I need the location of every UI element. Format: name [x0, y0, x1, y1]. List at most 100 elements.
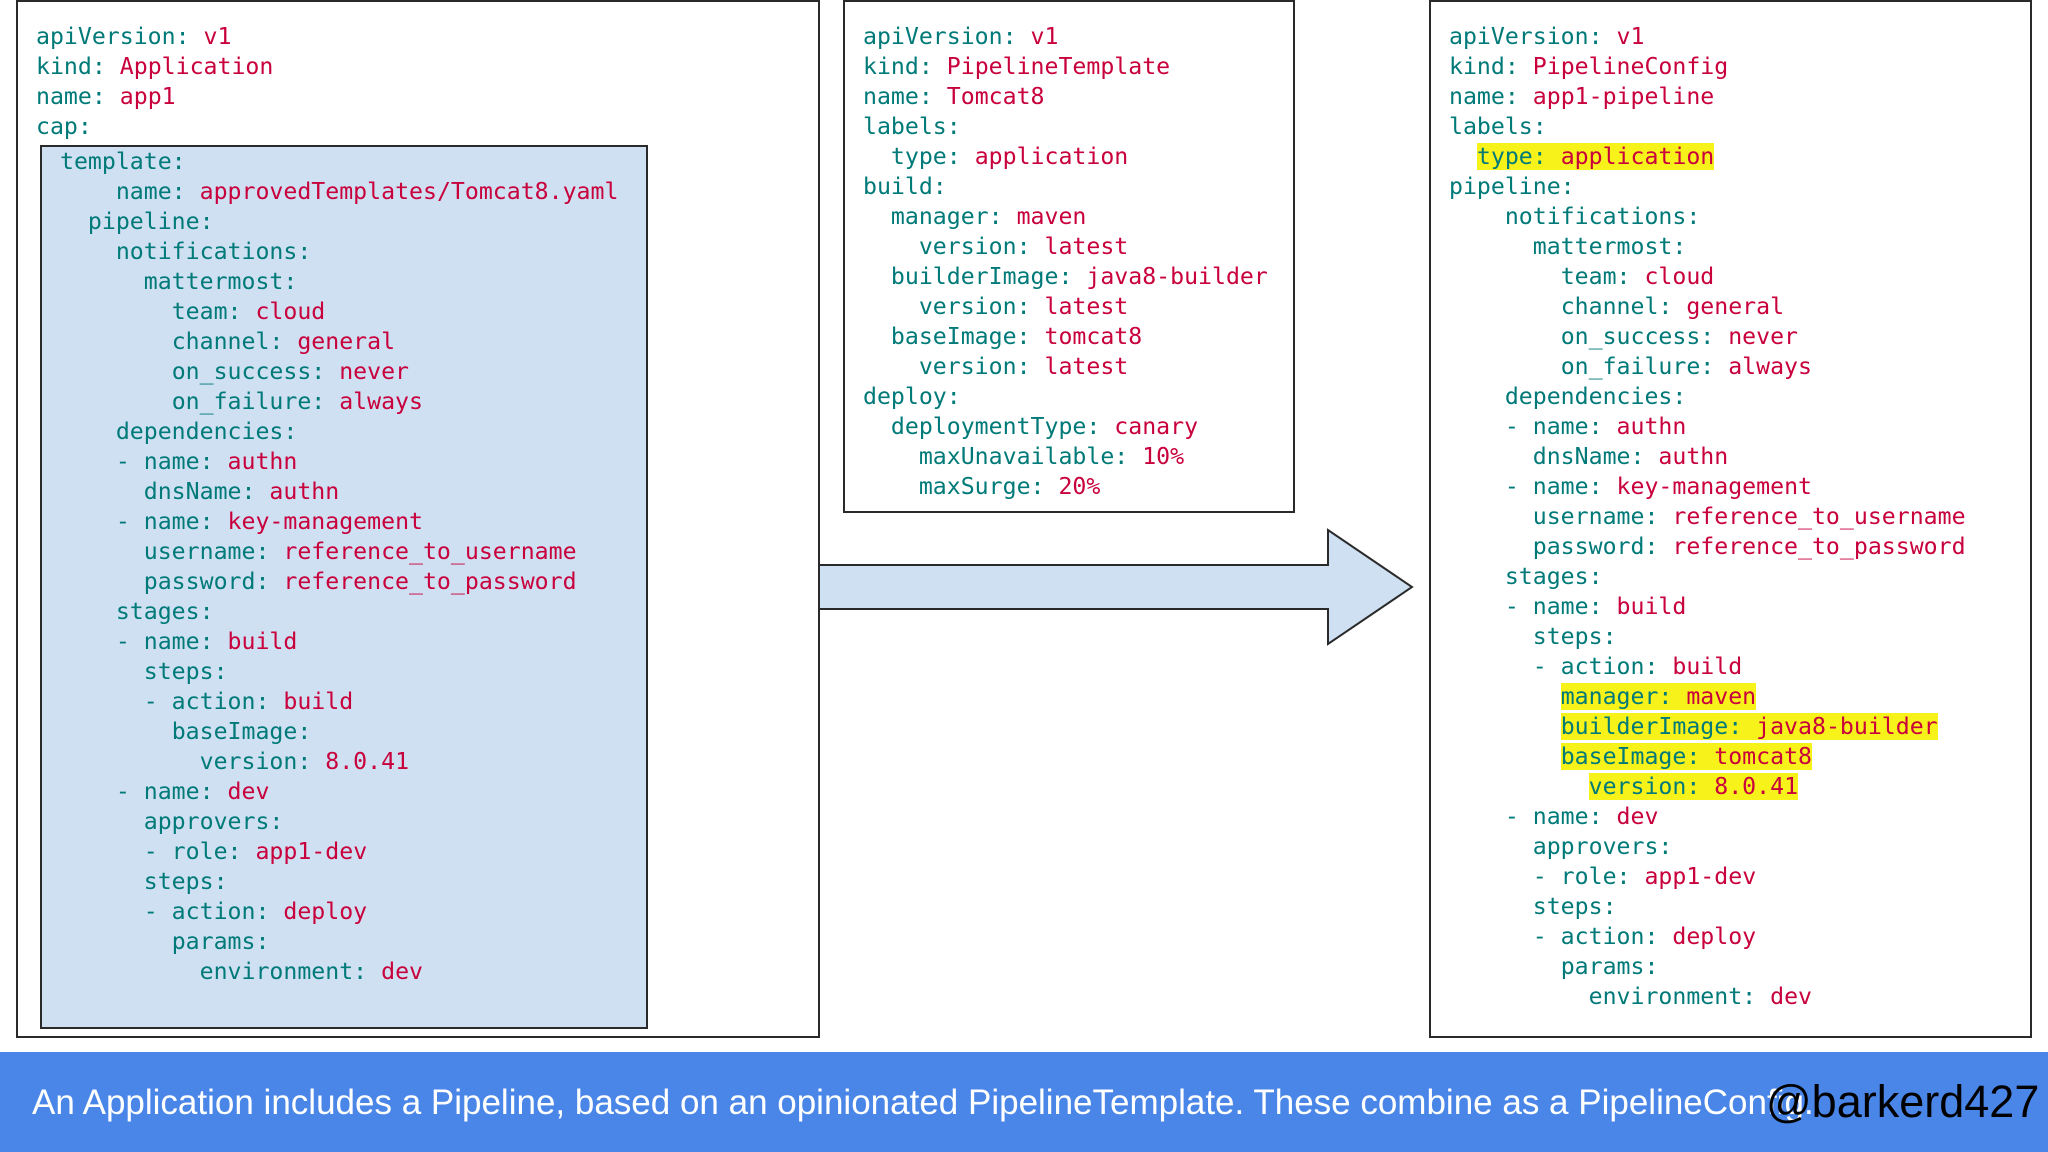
- yaml-value: authn: [1658, 443, 1729, 470]
- yaml-entry: - name: key-management: [116, 508, 423, 535]
- yaml-line: kind: Application: [36, 52, 273, 82]
- yaml-value: v1: [203, 23, 232, 50]
- yaml-line: manager: maven: [863, 202, 1268, 232]
- yaml-value: deploy: [1672, 923, 1757, 950]
- yaml-key: steps:: [1532, 623, 1617, 650]
- yaml-value: latest: [1044, 233, 1129, 260]
- yaml-key: - name:: [1504, 473, 1603, 500]
- yaml-entry: kind: Application: [36, 53, 273, 80]
- yaml-value: cloud: [1644, 263, 1715, 290]
- yaml-line: builderImage: java8-builder: [1449, 712, 1966, 742]
- yaml-key: builderImage:: [890, 263, 1073, 290]
- yaml-key: type:: [1476, 143, 1547, 170]
- yaml-value: key-management: [227, 508, 423, 535]
- yaml-key: dependencies:: [115, 418, 298, 445]
- yaml-line: environment: dev: [1449, 982, 1966, 1012]
- yaml-entry: cap:: [36, 113, 92, 140]
- yaml-key: steps:: [143, 868, 228, 895]
- yaml-line: version: latest: [863, 352, 1268, 382]
- yaml-key: notifications:: [115, 238, 312, 265]
- yaml-key: steps:: [143, 658, 228, 685]
- yaml-entry: notifications:: [1505, 203, 1700, 230]
- yaml-entry: manager: maven: [891, 203, 1086, 230]
- yaml-line: - name: dev: [1449, 802, 1966, 832]
- yaml-entry: on_success: never: [1561, 323, 1798, 350]
- yaml-value: never: [1728, 323, 1799, 350]
- yaml-key: baseImage:: [171, 718, 312, 745]
- yaml-line: - name: authn: [60, 447, 618, 477]
- yaml-entry: name: approvedTemplates/Tomcat8.yaml: [116, 178, 619, 205]
- yaml-entry: steps:: [144, 658, 228, 685]
- yaml-entry: params:: [1561, 953, 1659, 980]
- yaml-entry: stages:: [1505, 563, 1603, 590]
- yaml-line: team: cloud: [60, 297, 618, 327]
- yaml-entry: - name: dev: [1505, 803, 1659, 830]
- yaml-key: type:: [890, 143, 961, 170]
- yaml-entry: labels:: [1449, 113, 1547, 140]
- yaml-value: app1-pipeline: [1532, 83, 1715, 110]
- yaml-entry: password: reference_to_password: [1533, 533, 1966, 560]
- yaml-key: environment:: [1588, 983, 1757, 1010]
- yaml-entry: baseImage:: [172, 718, 312, 745]
- yaml-value: build: [1616, 593, 1687, 620]
- yaml-line: password: reference_to_password: [1449, 532, 1966, 562]
- yaml-entry: - name: authn: [116, 448, 298, 475]
- yaml-line: on_success: never: [60, 357, 618, 387]
- yaml-key: kind:: [1449, 53, 1519, 80]
- yaml-value: cloud: [255, 298, 326, 325]
- yaml-value: never: [339, 358, 410, 385]
- yaml-key: channel:: [171, 328, 284, 355]
- yaml-entry: version: latest: [919, 233, 1128, 260]
- yaml-line: - role: app1-dev: [60, 837, 618, 867]
- yaml-line: approvers:: [60, 807, 618, 837]
- yaml-key: - role:: [1532, 863, 1631, 890]
- yaml-entry: kind: PipelineTemplate: [863, 53, 1170, 80]
- yaml-key: on_failure:: [1560, 353, 1715, 380]
- yaml-entry: on_failure: always: [1561, 353, 1812, 380]
- yaml-line: template:: [60, 147, 618, 177]
- yaml-entry: pipeline:: [1449, 173, 1575, 200]
- yaml-value: application: [974, 143, 1129, 170]
- yaml-value: reference_to_username: [283, 538, 577, 565]
- yaml-entry: - name: authn: [1505, 413, 1687, 440]
- yaml-key: on_success:: [171, 358, 326, 385]
- yaml-value: general: [297, 328, 396, 355]
- yaml-key: password:: [1532, 533, 1659, 560]
- yaml-line: - action: build: [60, 687, 618, 717]
- yaml-line: cap:: [36, 112, 273, 142]
- yaml-value: dev: [1616, 803, 1659, 830]
- yaml-entry: type: application: [891, 143, 1128, 170]
- cap-template-block: template: name: approvedTemplates/Tomcat…: [40, 145, 648, 1029]
- yaml-entry: steps:: [144, 868, 228, 895]
- yaml-key: kind:: [36, 53, 106, 80]
- yaml-highlight: type: application: [1476, 143, 1715, 170]
- yaml-entry: baseImage: tomcat8: [891, 323, 1142, 350]
- yaml-line: apiVersion: v1: [863, 22, 1268, 52]
- yaml-key: params:: [1560, 953, 1659, 980]
- yaml-key: version:: [918, 293, 1031, 320]
- yaml-entry: - action: build: [1533, 653, 1742, 680]
- yaml-line: - name: dev: [60, 777, 618, 807]
- yaml-value: 10%: [1142, 443, 1185, 470]
- yaml-entry: - name: build: [116, 628, 298, 655]
- yaml-key: stages:: [115, 598, 214, 625]
- yaml-line: channel: general: [60, 327, 618, 357]
- yaml-key: steps:: [1532, 893, 1617, 920]
- yaml-line: maxSurge: 20%: [863, 472, 1268, 502]
- yaml-value: latest: [1044, 293, 1129, 320]
- yaml-value: PipelineConfig: [1532, 53, 1729, 80]
- yaml-value: PipelineTemplate: [946, 53, 1171, 80]
- yaml-entry: version: latest: [919, 293, 1128, 320]
- yaml-value: always: [1728, 353, 1812, 380]
- yaml-entry: mattermost:: [144, 268, 298, 295]
- yaml-key: - name:: [1504, 593, 1603, 620]
- yaml-entry: - action: deploy: [144, 898, 367, 925]
- yaml-key: - name:: [1504, 803, 1603, 830]
- yaml-value: deploy: [283, 898, 368, 925]
- yaml-line: params:: [60, 927, 618, 957]
- author-handle: @barkerd427: [1766, 1076, 2040, 1127]
- yaml-entry: mattermost:: [1533, 233, 1687, 260]
